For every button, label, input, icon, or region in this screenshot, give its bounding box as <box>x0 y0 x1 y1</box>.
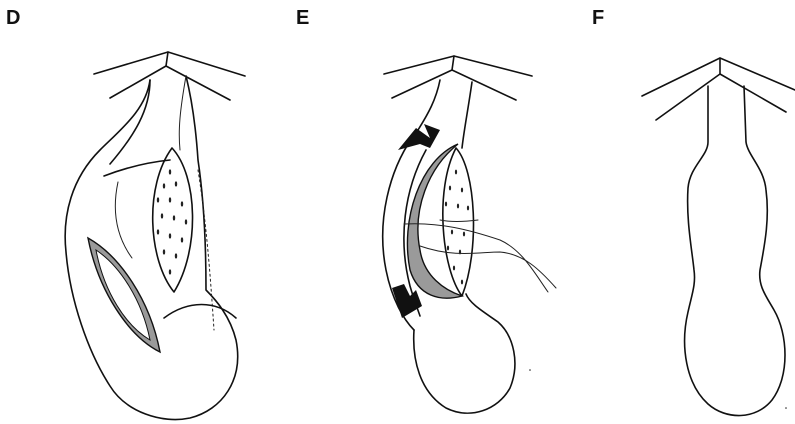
panel-e-skin-apex <box>452 56 454 70</box>
panel-e-graft <box>443 148 474 296</box>
panel-d-incision-inner <box>96 250 150 340</box>
panel-f-illustration <box>642 58 795 416</box>
panel-f-contour <box>685 86 785 416</box>
panel-d-fold-inner <box>115 182 132 258</box>
panel-e-suture-2 <box>420 246 556 288</box>
panel-f-speck <box>785 407 787 409</box>
panel-e-neck-right <box>462 82 472 148</box>
panel-e-arrow-bottom <box>392 284 422 318</box>
panel-d-graft-dots <box>157 169 187 274</box>
panel-e-graft-midline <box>440 220 478 222</box>
panel-e-graft-dots <box>445 170 469 285</box>
panel-d-illustration <box>65 52 245 420</box>
panel-d-lower-bulb <box>164 305 236 319</box>
panel-e-neck-left <box>418 80 440 130</box>
panel-e-illustration <box>383 56 556 413</box>
panel-d-skin-apex <box>166 52 168 66</box>
panel-d-neck-left <box>110 80 150 164</box>
panel-f-skin-line-inner <box>656 74 786 120</box>
panel-d-skin-line-inner <box>110 66 230 100</box>
panel-e-skin-line-inner <box>392 70 516 100</box>
panel-e-lower-bulb <box>414 294 515 413</box>
panel-e-speck <box>529 369 531 371</box>
panel-d-skin-line-outer <box>94 52 245 76</box>
panel-d-fold-top <box>104 160 170 176</box>
panel-d-neck-right <box>179 76 186 150</box>
panel-f-skin-line-outer <box>642 58 795 96</box>
